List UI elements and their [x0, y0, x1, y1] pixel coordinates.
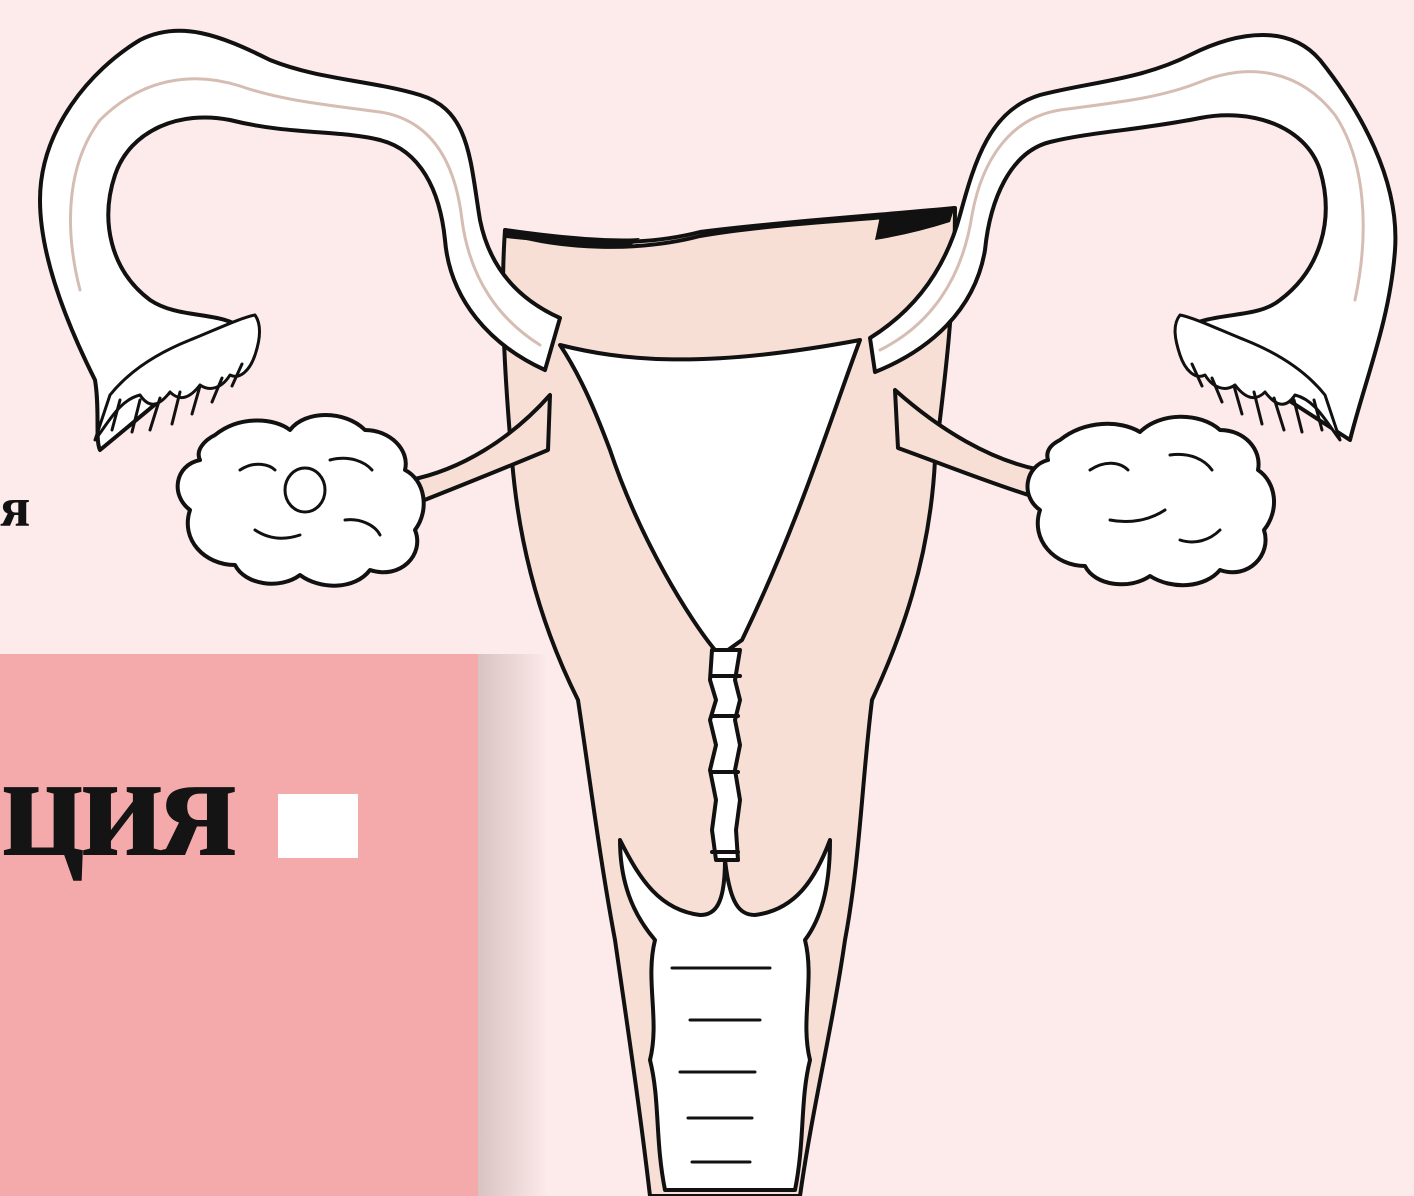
right-ovary [1028, 417, 1275, 585]
cervical-canal [710, 650, 740, 860]
ovarian-follicle [285, 468, 325, 512]
